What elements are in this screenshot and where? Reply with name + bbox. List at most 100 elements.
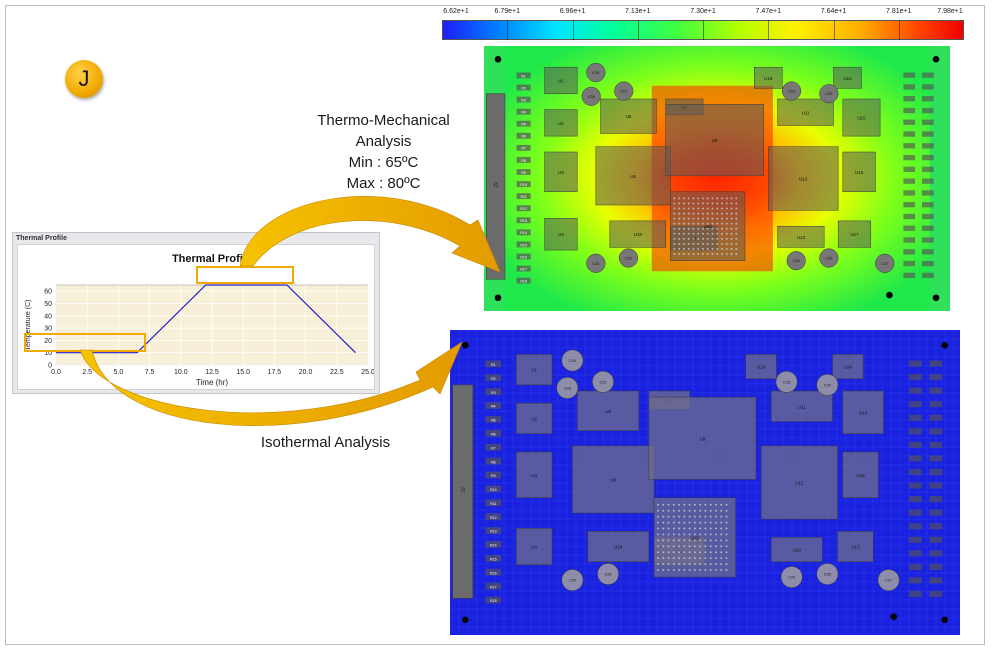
bga-ball bbox=[704, 503, 707, 506]
resistor-label: R11 bbox=[521, 195, 527, 199]
bga-ball bbox=[716, 207, 719, 210]
chip-label: U1 bbox=[531, 368, 537, 373]
bga-ball bbox=[711, 227, 714, 230]
bga-ball bbox=[683, 509, 686, 512]
bga-ball bbox=[701, 217, 704, 220]
resistor-label: R13 bbox=[490, 530, 496, 534]
resistor bbox=[929, 523, 943, 530]
bga-ball bbox=[667, 515, 670, 518]
resistor bbox=[516, 277, 531, 284]
bga-ball bbox=[678, 521, 681, 524]
bga-ball bbox=[678, 242, 681, 245]
resistor bbox=[516, 265, 531, 272]
chip-label: U17 bbox=[850, 232, 859, 237]
bga-ball bbox=[688, 557, 691, 560]
bga-ball bbox=[687, 222, 690, 225]
bga-ball bbox=[697, 197, 700, 200]
bga-ball bbox=[687, 242, 690, 245]
resistor bbox=[485, 596, 501, 604]
chip-label: U11 bbox=[798, 404, 806, 409]
bga-ball bbox=[725, 232, 728, 235]
bga-ball bbox=[693, 521, 696, 524]
bga-ball bbox=[720, 515, 723, 518]
thermo-mechanical-note: Thermo-Mechanical Analysis Min : 65ºC Ma… bbox=[296, 110, 471, 194]
chip bbox=[665, 104, 764, 177]
resistor bbox=[929, 509, 943, 516]
resistor-label: R11 bbox=[490, 502, 496, 506]
capacitor-label: C26 bbox=[824, 573, 831, 577]
bga-ball bbox=[735, 222, 738, 225]
capacitor bbox=[561, 349, 584, 372]
bga-ball bbox=[730, 253, 733, 255]
bga-ball bbox=[672, 545, 675, 548]
bga-ball bbox=[706, 247, 709, 250]
bga-ball bbox=[667, 527, 670, 530]
bga-ball bbox=[673, 242, 676, 245]
bga-ball bbox=[706, 253, 709, 255]
bga-ball bbox=[699, 569, 702, 571]
resistor bbox=[485, 527, 501, 534]
chip-label: U13 bbox=[797, 235, 806, 240]
max-temperature-label: Max : 80ºC bbox=[346, 175, 421, 192]
bga-ball bbox=[701, 247, 704, 250]
resistor bbox=[909, 550, 922, 557]
bga-ball bbox=[711, 232, 714, 235]
bga-ball bbox=[716, 237, 719, 240]
bga-ball bbox=[678, 503, 681, 506]
chip bbox=[777, 225, 825, 248]
bga-ball bbox=[672, 569, 675, 571]
bga-ball bbox=[701, 237, 704, 240]
resistor bbox=[922, 131, 934, 137]
bga-ball bbox=[678, 197, 681, 200]
bga-ball bbox=[714, 527, 717, 530]
bga-ball bbox=[709, 545, 712, 548]
resistor bbox=[922, 143, 934, 149]
resistor bbox=[909, 590, 922, 598]
capacitor-label: C28 bbox=[588, 95, 595, 99]
bga-ball bbox=[701, 207, 704, 210]
capacitor-label: C24 bbox=[793, 259, 800, 263]
chip-label: U19 bbox=[764, 76, 773, 81]
bga-ball bbox=[706, 217, 709, 220]
bga-ball bbox=[725, 557, 728, 560]
bga-ball bbox=[682, 217, 685, 220]
chip bbox=[587, 531, 650, 563]
bga-ball bbox=[701, 253, 704, 255]
resistor bbox=[516, 108, 531, 115]
resistor bbox=[922, 154, 934, 161]
bga-ball bbox=[662, 545, 665, 548]
resistor-label: R12 bbox=[490, 516, 496, 520]
bga-ball bbox=[683, 527, 686, 530]
resistor-label: R8 bbox=[521, 159, 526, 163]
resistor bbox=[485, 374, 501, 382]
bga-ball bbox=[683, 551, 686, 554]
x-tick-label: 22.5 bbox=[330, 369, 344, 376]
bga-ball bbox=[693, 545, 696, 548]
chip bbox=[577, 390, 639, 431]
bga-ball bbox=[678, 527, 681, 530]
resistor bbox=[909, 428, 922, 435]
bga-ball bbox=[699, 521, 702, 524]
resistor-label: R5 bbox=[521, 123, 526, 127]
bga-ball bbox=[704, 533, 707, 536]
bga-ball bbox=[735, 207, 738, 210]
bga-ball bbox=[657, 533, 659, 536]
resistor bbox=[903, 84, 916, 90]
capacitor-label: C27 bbox=[885, 579, 892, 583]
bga-ball bbox=[709, 515, 712, 518]
capacitor bbox=[819, 84, 839, 104]
x-tick-label: 15.0 bbox=[236, 369, 250, 376]
resistor bbox=[903, 249, 916, 255]
resistor bbox=[903, 178, 916, 184]
resistor bbox=[909, 455, 922, 462]
bga-ball bbox=[725, 242, 728, 245]
x-tick-label: 20.0 bbox=[299, 369, 313, 376]
capacitor-label: C28 bbox=[564, 386, 571, 390]
capacitor bbox=[586, 253, 606, 273]
bga-ball bbox=[730, 207, 733, 210]
bga-ball bbox=[673, 222, 676, 225]
resistor bbox=[516, 157, 531, 163]
bga-ball bbox=[673, 227, 676, 230]
bga-ball bbox=[706, 227, 709, 230]
bga-ball bbox=[709, 551, 712, 554]
